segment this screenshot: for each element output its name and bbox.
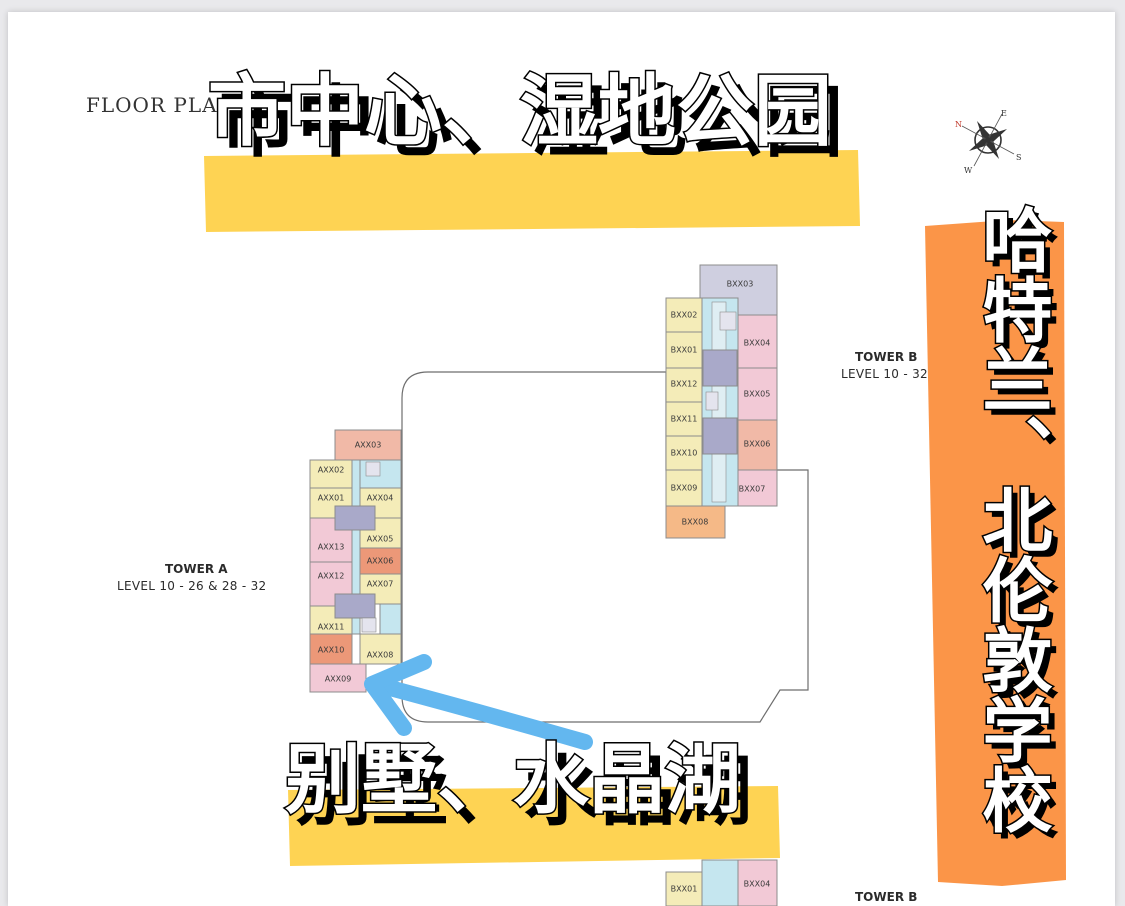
service-room	[365, 461, 381, 477]
core-lower	[702, 417, 738, 455]
unit-label: AXX01	[318, 494, 345, 503]
core-upper	[702, 349, 738, 387]
corridor	[351, 459, 361, 635]
unit-axx08	[359, 633, 402, 665]
unit-label: BXX01	[671, 885, 698, 894]
compass-w-label: W	[964, 166, 973, 175]
unit-label: AXX12	[318, 572, 345, 581]
tower-a-name: TOWER A	[165, 562, 228, 576]
unit-label: AXX06	[367, 557, 394, 566]
orange-highlight-right	[925, 220, 1066, 886]
service-room	[705, 391, 719, 411]
corridor-lower	[701, 859, 739, 906]
floor-plan-title: FLOOR PLA	[86, 93, 218, 117]
unit-label: BXX03	[727, 280, 754, 289]
unit-bxx06	[737, 419, 778, 471]
unit-label: BXX01	[671, 346, 698, 355]
unit-label: AXX09	[325, 675, 352, 684]
unit-label: BXX04	[744, 880, 771, 889]
overlay-top-text: 市中心、湿地公园	[208, 67, 832, 157]
unit-label: AXX08	[367, 651, 394, 660]
yellow-highlight-top	[204, 150, 860, 232]
unit-bxx04-lower	[737, 859, 778, 906]
overlay-bottom-text: 别墅、水晶湖	[285, 735, 741, 824]
unit-label: BXX05	[744, 390, 771, 399]
unit-label: BXX07	[739, 485, 766, 494]
unit-label: AXX13	[318, 543, 345, 552]
unit-bxx09	[665, 469, 703, 507]
unit-label: AXX07	[367, 580, 394, 589]
unit-bxx01	[665, 331, 703, 369]
unit-label: BXX11	[671, 415, 698, 424]
compass-n-label: N	[955, 120, 962, 129]
unit-label: BXX02	[671, 311, 698, 320]
overlay-bottom-shadow: 别墅、水晶湖	[296, 747, 752, 836]
tower-a-levels: LEVEL 10 - 26 & 28 - 32	[117, 579, 266, 593]
compass-e-label: E	[1001, 109, 1007, 118]
tower-b-plan: BXX03 BXX02 BXX04 BXX01 BXX12 BXX05 BXX1…	[665, 264, 778, 539]
corridor-bottom	[379, 603, 402, 635]
unit-label: BXX10	[671, 449, 698, 458]
unit-label: AXX05	[367, 535, 394, 544]
overlay-right-shadow: 哈特兰、北伦敦学校	[977, 210, 1059, 840]
unit-bxx02	[665, 297, 703, 333]
core-upper	[334, 505, 376, 531]
unit-bxx12	[665, 367, 703, 403]
unit-label: BXX08	[682, 518, 709, 527]
tower-b-levels: LEVEL 10 - 32	[841, 367, 928, 381]
tower-b-name: TOWER B	[855, 350, 917, 364]
tower-a-plan: AXX03 AXX02 AXX01 AXX04 AXX13 AXX05 AXX0…	[309, 429, 402, 693]
unit-axx10	[309, 633, 353, 665]
unit-label: AXX02	[318, 466, 345, 475]
unit-label: BXX04	[744, 339, 771, 348]
unit-axx06	[359, 547, 402, 575]
unit-label: AXX11	[318, 623, 345, 632]
service-room	[361, 617, 377, 633]
blue-arrow-icon	[364, 654, 593, 750]
unit-bxx05	[737, 367, 778, 421]
unit-label: BXX12	[671, 380, 698, 389]
compass-s-label: S	[1016, 153, 1021, 162]
service-room	[719, 311, 737, 331]
unit-label: AXX10	[318, 646, 345, 655]
overlay-top-shadow: 市中心、湿地公园	[219, 78, 843, 168]
core-lower	[334, 593, 376, 619]
unit-axx09	[309, 663, 367, 693]
tower-b-lower-plan: BXX01 BXX04	[665, 859, 778, 906]
unit-label: AXX03	[355, 441, 382, 450]
unit-label: BXX09	[671, 484, 698, 493]
unit-label: BXX06	[744, 440, 771, 449]
overlay-right-text: 哈特兰、北伦敦学校	[971, 204, 1053, 834]
unit-bxx01-lower	[665, 871, 703, 906]
unit-label: AXX04	[367, 494, 394, 503]
tower-b-lower-name: TOWER B	[855, 890, 917, 904]
yellow-highlight-bottom	[288, 786, 780, 866]
unit-axx03	[334, 429, 402, 461]
podium-outline	[401, 371, 809, 723]
unit-bxx08	[665, 505, 726, 539]
compass-icon	[961, 113, 1015, 167]
